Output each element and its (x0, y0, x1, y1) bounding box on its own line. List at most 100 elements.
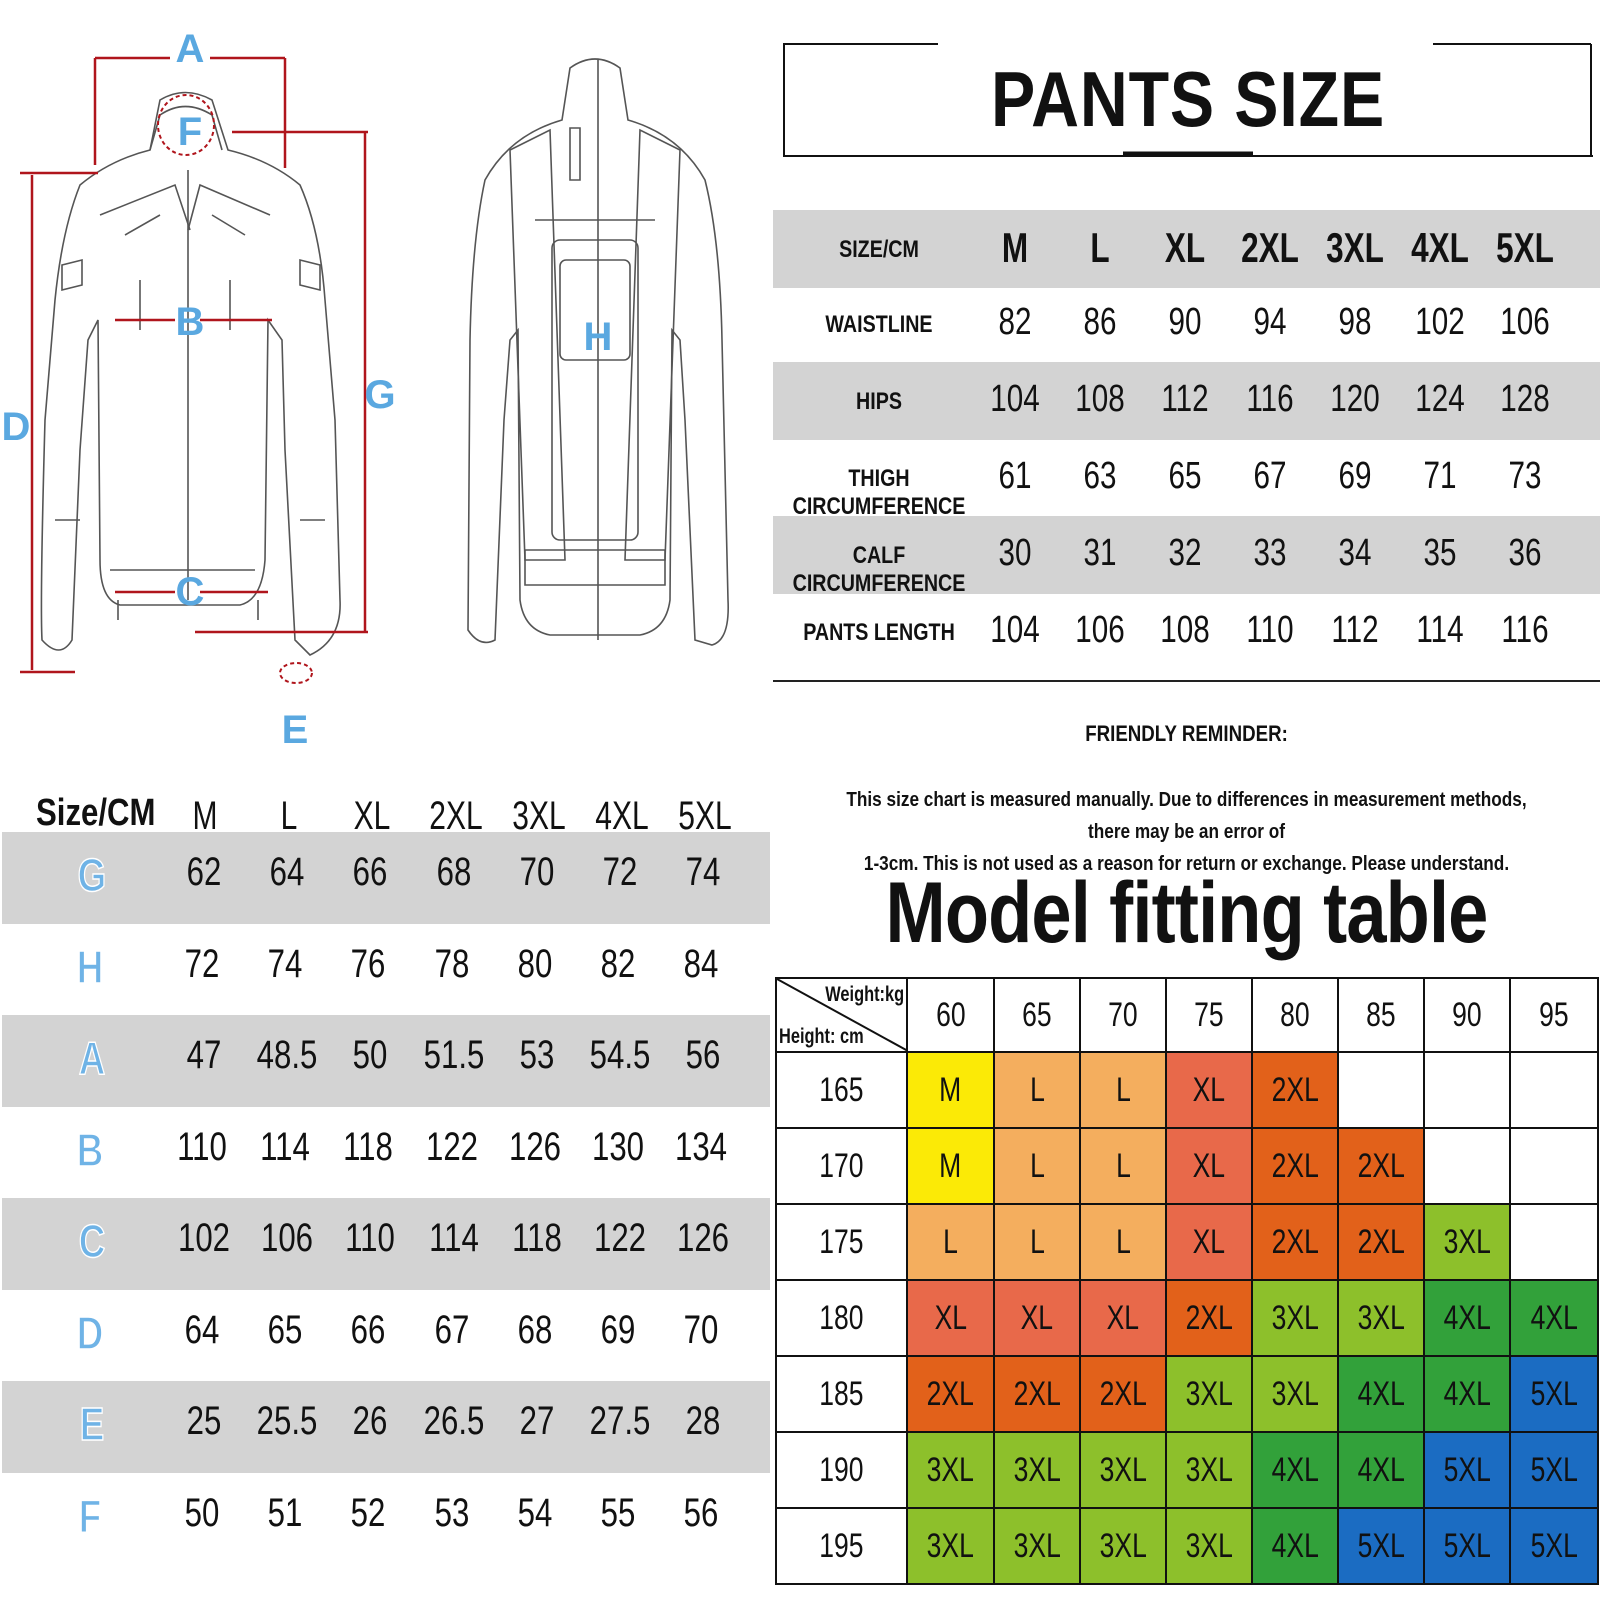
weight-label: Weight:kg (825, 983, 904, 1006)
height-cell: 180 (775, 1279, 908, 1357)
fitting-title: Model fitting table (885, 865, 1488, 961)
label-h: H (584, 315, 613, 359)
pants-cell: 69 (1338, 455, 1372, 497)
pants-cell: 90 (1168, 301, 1202, 343)
pants-cell: 116 (1246, 378, 1294, 420)
fitting-cell: 3XL (906, 1431, 995, 1509)
pants-cell: 34 (1338, 532, 1372, 574)
pants-title-box: PANTS SIZE (783, 40, 1593, 158)
jacket-row-key: G (77, 848, 107, 902)
fitting-cell: 2XL (1251, 1203, 1339, 1281)
jacket-size-l: L (280, 794, 298, 838)
jacket-cell: 64 (184, 1307, 220, 1352)
fitting-cell: L (1079, 1203, 1167, 1281)
jacket-cell: 70 (519, 850, 555, 894)
height-cell: 170 (775, 1127, 908, 1205)
pants-cell: 31 (1083, 532, 1117, 574)
weight-65: 65 (993, 977, 1081, 1053)
pants-cell: 30 (998, 532, 1032, 574)
jacket-cell: 70 (683, 1307, 719, 1352)
jacket-cell: 114 (260, 1124, 310, 1169)
jacket-cell: 126 (508, 1124, 562, 1169)
fitting-cell: 4XL (1251, 1431, 1339, 1509)
pants-cell: 110 (1246, 609, 1294, 651)
jacket-cell: 53 (519, 1033, 555, 1077)
jacket-cell: 72 (602, 850, 638, 894)
jacket-back-diagram: H (440, 40, 760, 660)
pants-cell: 120 (1330, 378, 1380, 420)
fitting-cell: L (993, 1051, 1081, 1129)
label-b: B (176, 300, 205, 344)
jacket-row-key: C (78, 1214, 106, 1268)
fitting-cell: 5XL (1423, 1431, 1511, 1509)
jacket-cell: 54 (517, 1490, 553, 1535)
pants-cell: 112 (1331, 609, 1379, 651)
pants-size-3xl: 3XL (1326, 224, 1384, 271)
jacket-cell: 122 (593, 1216, 647, 1260)
jacket-cell: 72 (184, 941, 220, 986)
pants-cell: 61 (998, 455, 1032, 497)
height-cell: 190 (775, 1431, 908, 1509)
jacket-row-key: A (78, 1031, 106, 1085)
jacket-row-key: E (79, 1397, 105, 1451)
jacket-cell: 50 (352, 1033, 388, 1077)
pants-size-2xl: 2XL (1241, 224, 1299, 271)
pants-cell: 94 (1253, 301, 1287, 343)
jacket-cell: 53 (434, 1490, 470, 1535)
jacket-row-key: H (76, 940, 104, 994)
fitting-cell: 3XL (1423, 1203, 1511, 1281)
label-g: G (364, 373, 395, 417)
jacket-cell: 78 (434, 941, 470, 986)
pants-table-bottom-rule (773, 680, 1600, 682)
fitting-cell: XL (993, 1279, 1081, 1357)
pants-row-label: PANTS LENGTH (803, 619, 955, 646)
jacket-size-2xl: 2XL (429, 794, 483, 838)
pants-cell: 63 (1083, 455, 1117, 497)
pants-cell: 73 (1508, 455, 1542, 497)
jacket-cell: 62 (186, 850, 222, 894)
fitting-cell: 4XL (1337, 1355, 1425, 1433)
jacket-cell: 118 (512, 1216, 562, 1260)
jacket-cell: 66 (350, 1307, 386, 1352)
jacket-cell: 66 (352, 850, 388, 894)
pants-row-label: WAISTLINE (825, 311, 933, 338)
fitting-cell: 2XL (1165, 1279, 1253, 1357)
pants-cell: 36 (1508, 532, 1542, 574)
fitting-cell: XL (1079, 1279, 1167, 1357)
jacket-row-key: D (76, 1306, 104, 1360)
pants-size-m: M (1001, 224, 1029, 271)
height-cell: 185 (775, 1355, 908, 1433)
fitting-cell: 5XL (1509, 1507, 1599, 1585)
fitting-cell: L (993, 1127, 1081, 1205)
fitting-cell: M (906, 1127, 995, 1205)
pants-size-l: L (1090, 224, 1110, 271)
fitting-cell: 4XL (1423, 1355, 1511, 1433)
jacket-size-3xl: 3XL (512, 794, 566, 838)
fitting-header-row: Weight:kg Height: cm 60 65 70 75 80 85 9… (775, 977, 1599, 1053)
pants-cell: 71 (1423, 455, 1457, 497)
jacket-cell: 76 (350, 941, 386, 986)
jacket-cell: 126 (676, 1216, 730, 1260)
jacket-cell: 51.5 (423, 1033, 485, 1077)
jacket-cell: 56 (685, 1033, 721, 1077)
jacket-cell: 27 (519, 1399, 555, 1443)
fitting-cell: 3XL (906, 1507, 995, 1585)
jacket-cell: 55 (600, 1490, 636, 1535)
jacket-cell: 130 (591, 1124, 645, 1169)
fitting-cell: 5XL (1423, 1507, 1511, 1585)
jacket-table-header: Size/CM M L XL 2XL 3XL 4XL 5XL (0, 770, 770, 860)
fitting-cell: 5XL (1509, 1431, 1599, 1509)
fitting-cell: 3XL (1165, 1431, 1253, 1509)
